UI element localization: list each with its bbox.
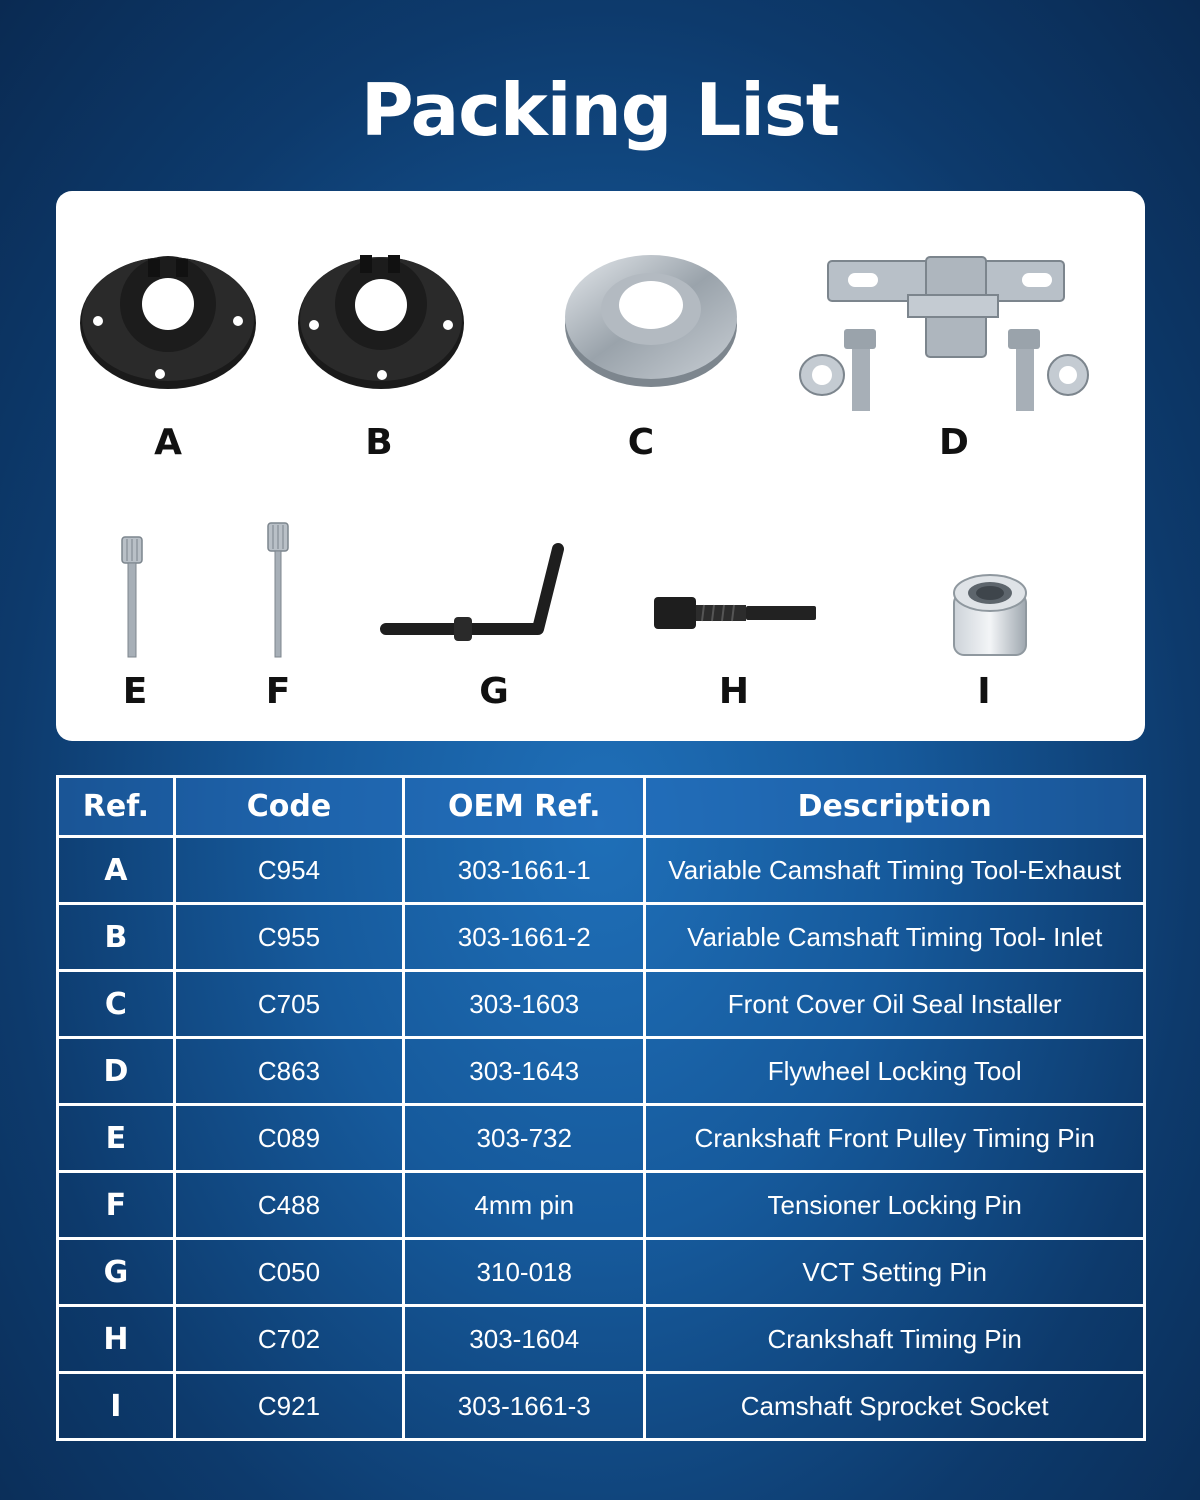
cell-code: C050 xyxy=(172,1237,406,1307)
cell-ref: E xyxy=(56,1103,176,1173)
cell-description: Variable Camshaft Timing Tool- Inlet xyxy=(643,902,1146,972)
cell-ref: B xyxy=(56,902,176,972)
item-e-letter: E xyxy=(122,671,148,712)
cell-ref: D xyxy=(56,1036,176,1106)
item-c xyxy=(564,249,738,389)
item-e xyxy=(120,535,144,659)
cell-ref: F xyxy=(56,1170,176,1240)
header-description: Description xyxy=(643,775,1146,838)
sprocket-socket-icon xyxy=(953,574,1027,656)
cell-description: Crankshaft Front Pulley Timing Pin xyxy=(643,1103,1146,1173)
cell-ref: I xyxy=(56,1371,176,1441)
pulley-timing-pin-icon xyxy=(121,536,143,658)
header-oem-ref: OEM Ref. xyxy=(402,775,647,838)
item-f xyxy=(266,521,290,659)
cell-code: C955 xyxy=(172,902,406,972)
cell-oem-ref: 303-1661-2 xyxy=(402,902,647,972)
cell-code: C954 xyxy=(172,835,406,905)
oil-seal-installer-icon xyxy=(565,255,737,387)
tensioner-locking-pin-icon xyxy=(267,522,289,658)
cell-code: C089 xyxy=(172,1103,406,1173)
cell-description: Variable Camshaft Timing Tool-Exhaust xyxy=(643,835,1146,905)
cell-code: C488 xyxy=(172,1170,406,1240)
cell-description: Tensioner Locking Pin xyxy=(643,1170,1146,1240)
cell-oem-ref: 303-1643 xyxy=(402,1036,647,1106)
cell-oem-ref: 303-1603 xyxy=(402,969,647,1039)
cell-code: C921 xyxy=(172,1371,406,1441)
table-row: G C050 310-018 VCT Setting Pin xyxy=(56,1237,1146,1307)
crankshaft-timing-pin-icon xyxy=(654,597,816,629)
page-title: Packing List xyxy=(360,68,840,152)
cell-ref: G xyxy=(56,1237,176,1307)
vct-setting-pin-icon xyxy=(380,543,564,641)
item-f-letter: F xyxy=(265,671,291,712)
cell-description: Flywheel Locking Tool xyxy=(643,1036,1146,1106)
cell-description: Front Cover Oil Seal Installer xyxy=(643,969,1146,1039)
item-i-letter: I xyxy=(977,671,991,712)
item-a-letter: A xyxy=(154,422,182,463)
header-code: Code xyxy=(172,775,406,838)
table-header-row: Ref. Code OEM Ref. Description xyxy=(56,775,1146,838)
cell-oem-ref: 303-732 xyxy=(402,1103,647,1173)
exhaust-timing-tool-icon xyxy=(80,256,256,389)
cell-code: C863 xyxy=(172,1036,406,1106)
table-row: I C921 303-1661-3 Camshaft Sprocket Sock… xyxy=(56,1371,1146,1441)
inlet-timing-tool-icon xyxy=(298,255,464,389)
cell-ref: H xyxy=(56,1304,176,1374)
cell-description: Crankshaft Timing Pin xyxy=(643,1304,1146,1374)
table-row: D C863 303-1643 Flywheel Locking Tool xyxy=(56,1036,1146,1106)
table-row: E C089 303-732 Crankshaft Front Pulley T… xyxy=(56,1103,1146,1173)
flywheel-locking-tool-icon xyxy=(799,256,1089,411)
table-row: H C702 303-1604 Crankshaft Timing Pin xyxy=(56,1304,1146,1374)
item-g-letter: G xyxy=(479,671,509,712)
cell-oem-ref: 303-1661-3 xyxy=(402,1371,647,1441)
item-b xyxy=(298,249,464,391)
item-d xyxy=(798,255,1089,425)
cell-oem-ref: 303-1661-1 xyxy=(402,835,647,905)
header-ref: Ref. xyxy=(56,775,176,838)
cell-oem-ref: 310-018 xyxy=(402,1237,647,1307)
item-b-letter: B xyxy=(365,422,393,463)
table-row: C C705 303-1603 Front Cover Oil Seal Ins… xyxy=(56,969,1146,1039)
item-h-letter: H xyxy=(718,671,750,712)
cell-ref: A xyxy=(56,835,176,905)
item-d-letter: D xyxy=(939,422,969,463)
cell-code: C702 xyxy=(172,1304,406,1374)
packing-table: Ref. Code OEM Ref. Description A C954 30… xyxy=(56,775,1146,1441)
cell-description: Camshaft Sprocket Socket xyxy=(643,1371,1146,1441)
item-h xyxy=(652,593,818,633)
cell-code: C705 xyxy=(172,969,406,1039)
cell-oem-ref: 303-1604 xyxy=(402,1304,647,1374)
tools-panel: A B xyxy=(56,191,1145,741)
cell-description: VCT Setting Pin xyxy=(643,1237,1146,1307)
item-a xyxy=(78,249,258,389)
cell-ref: C xyxy=(56,969,176,1039)
item-g xyxy=(380,543,564,643)
item-c-letter: C xyxy=(627,422,655,463)
table-row: A C954 303-1661-1 Variable Camshaft Timi… xyxy=(56,835,1146,905)
item-i xyxy=(948,571,1032,663)
table-row: F C488 4mm pin Tensioner Locking Pin xyxy=(56,1170,1146,1240)
cell-oem-ref: 4mm pin xyxy=(402,1170,647,1240)
table-row: B C955 303-1661-2 Variable Camshaft Timi… xyxy=(56,902,1146,972)
